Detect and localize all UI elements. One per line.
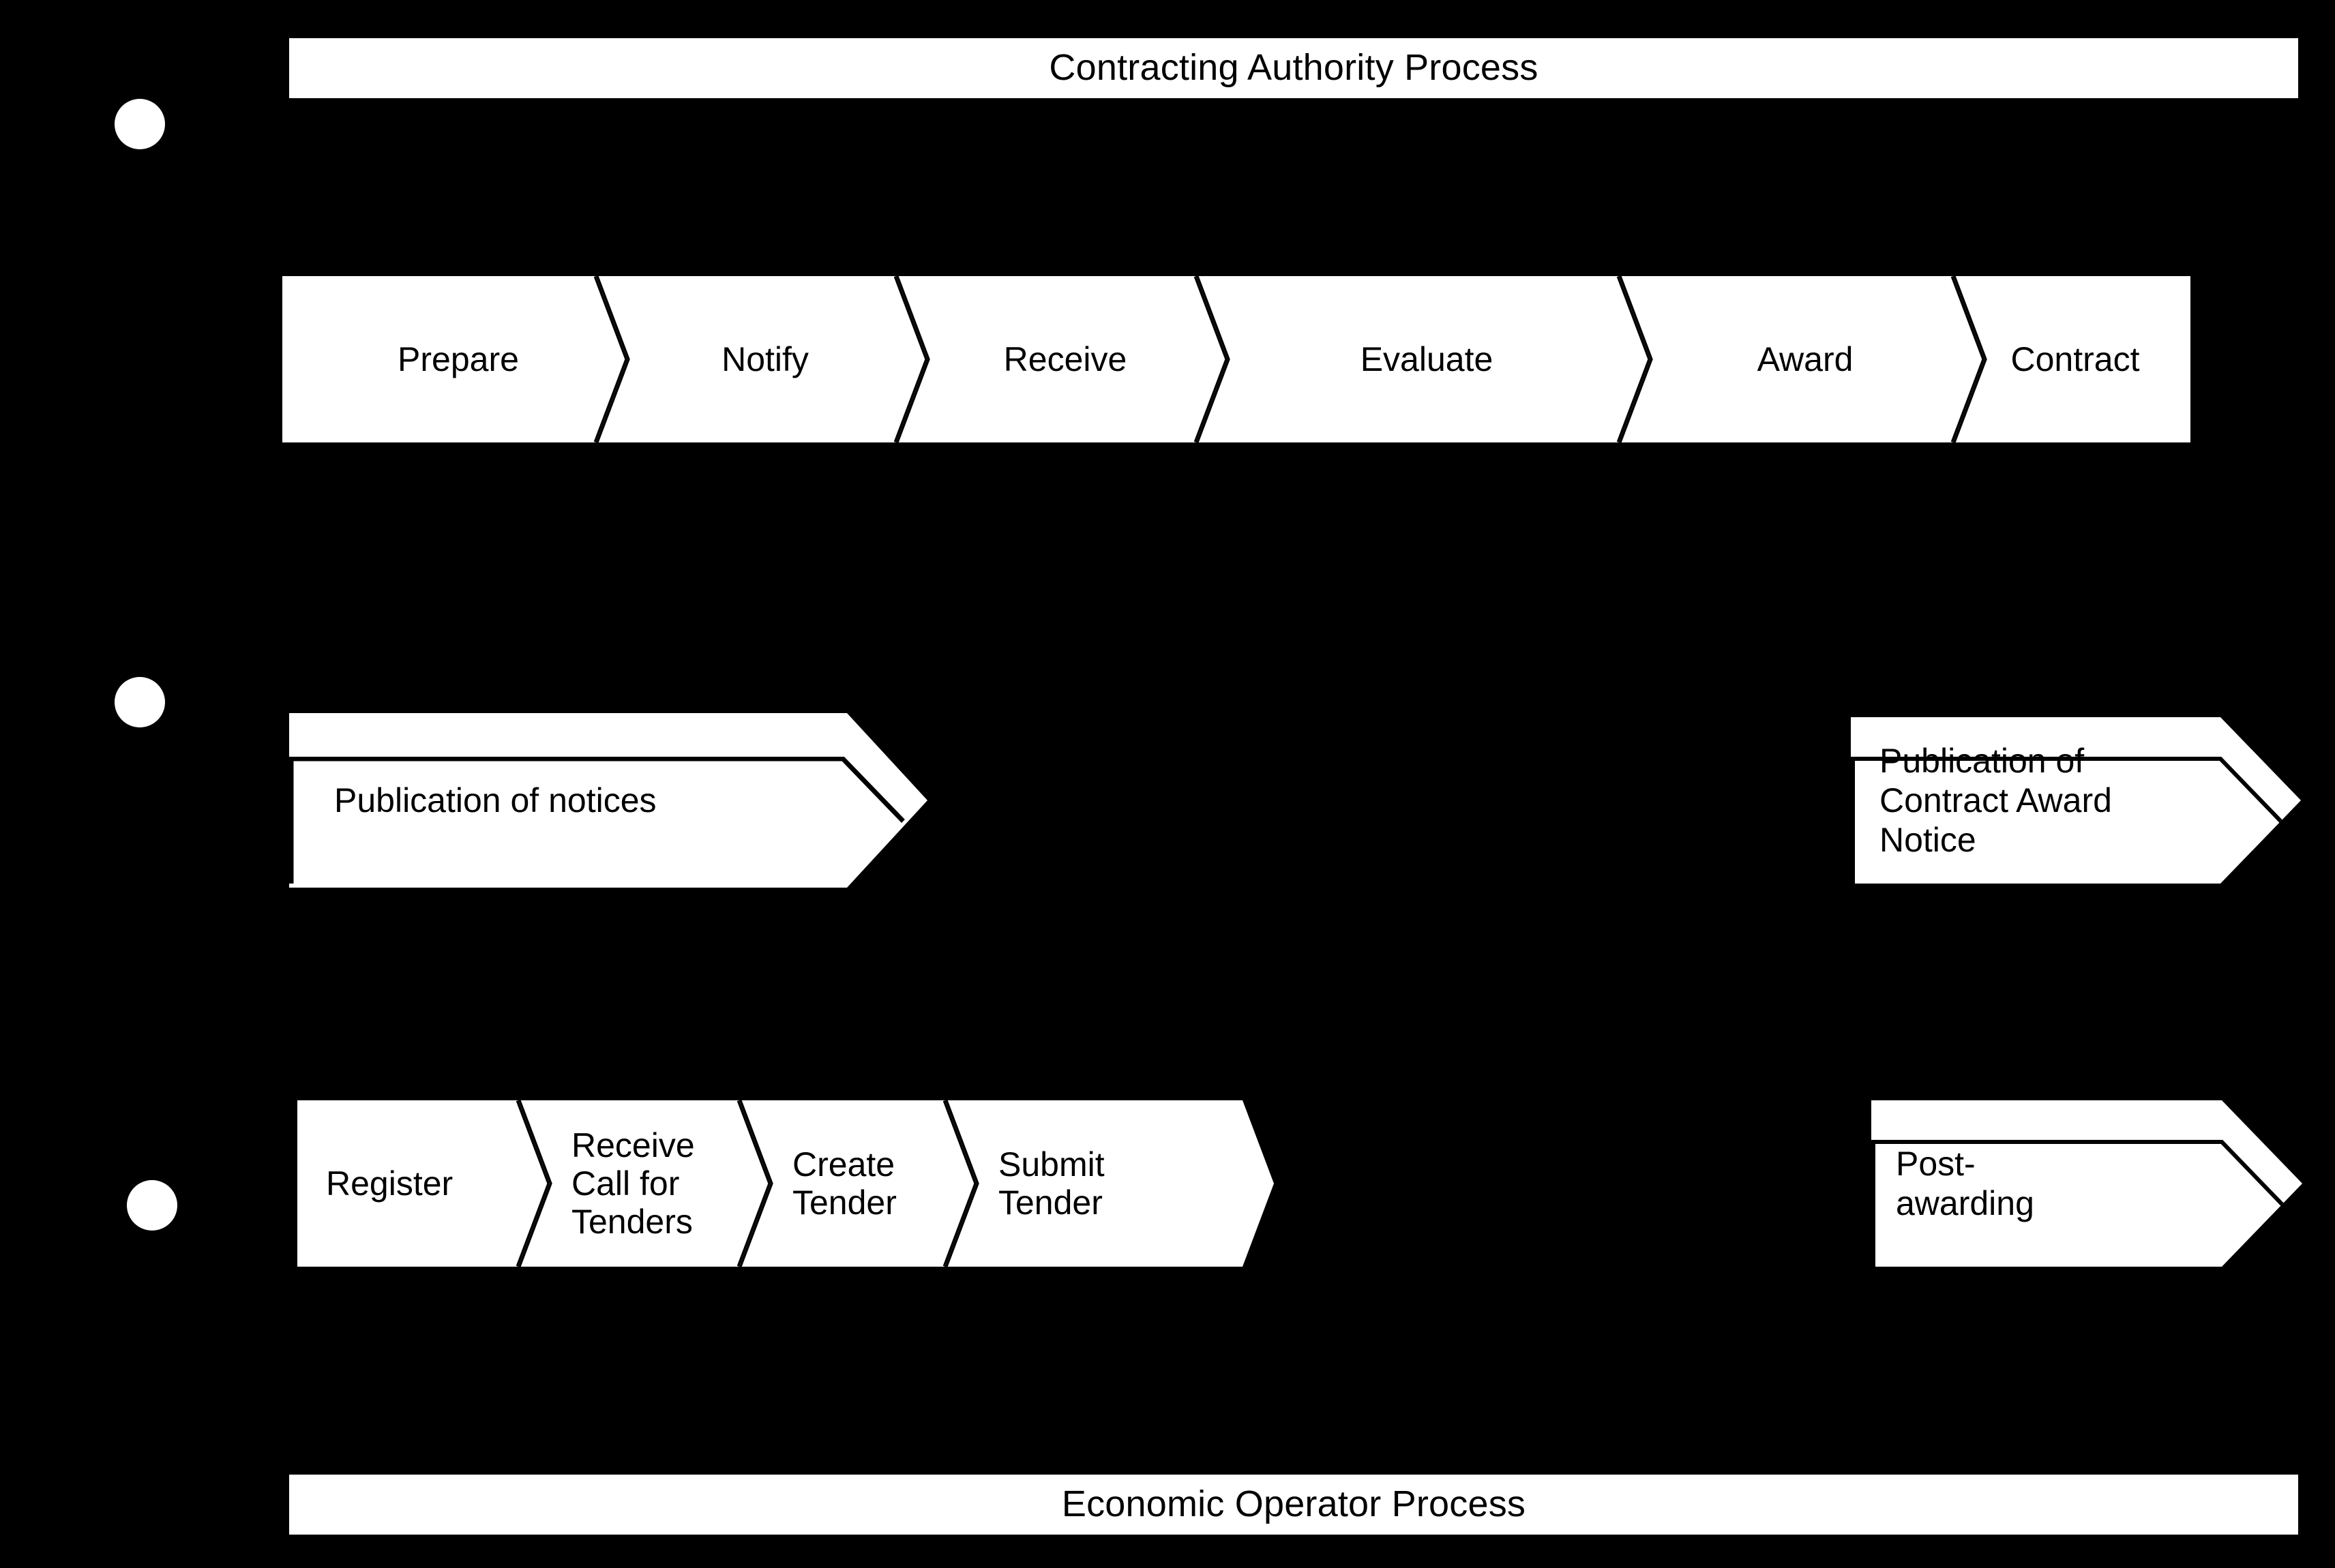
- step-notify[interactable]: Notify: [596, 276, 927, 442]
- step-notify-label: Notify: [722, 340, 809, 378]
- step-register-label: Register: [326, 1164, 453, 1203]
- step-contract-label: Contract: [2010, 340, 2140, 378]
- lane-marker-dot-contracting-authority: [115, 99, 165, 149]
- step-create-tender[interactable]: Create Tender: [739, 1100, 977, 1267]
- publication-of-notices-label: Publication of notices: [334, 781, 657, 819]
- step-submit-tender[interactable]: Submit Tender: [945, 1100, 1274, 1267]
- step-create-tender-label: Create Tender: [792, 1145, 897, 1222]
- post-awarding-label: Post- awarding: [1896, 1145, 2034, 1222]
- step-submit-tender-label: Submit Tender: [998, 1145, 1105, 1222]
- economic-operator-step-strip: Register Receive Call for Tenders: [297, 1100, 1300, 1267]
- post-awarding-arrow[interactable]: Post- awarding: [1871, 1100, 2302, 1267]
- step-receive-call-for-tenders-label: Receive Call for Tenders: [571, 1126, 695, 1241]
- step-receive-call-for-tenders[interactable]: Receive Call for Tenders: [518, 1100, 771, 1267]
- publication-of-contract-award-notice-arrow[interactable]: Publication of Contract Award Notice: [1851, 717, 2301, 884]
- step-receive[interactable]: Receive: [896, 276, 1228, 442]
- contracting-authority-step-strip: Prepare Notify: [282, 276, 2293, 442]
- step-award[interactable]: Award: [1619, 276, 1984, 442]
- banner-bottom-label: Economic Operator Process: [1061, 1483, 1526, 1525]
- lane-marker-dot-publication: [115, 677, 165, 727]
- lane-marker-dot-economic-operator: [127, 1180, 177, 1231]
- publication-of-contract-award-notice-label: Publication of Contract Award Notice: [1879, 742, 2112, 859]
- banner-top-label: Contracting Authority Process: [1049, 47, 1538, 89]
- banner-economic-operator-process: Economic Operator Process: [289, 1475, 2298, 1535]
- step-evaluate-label: Evaluate: [1360, 340, 1493, 378]
- step-evaluate[interactable]: Evaluate: [1196, 276, 1650, 442]
- step-prepare-label: Prepare: [398, 340, 519, 378]
- step-prepare[interactable]: Prepare: [282, 276, 627, 442]
- publication-of-notices-arrow[interactable]: Publication of notices: [289, 717, 923, 884]
- banner-contracting-authority-process: Contracting Authority Process: [289, 38, 2298, 98]
- step-receive-label: Receive: [1003, 340, 1127, 378]
- step-contract[interactable]: Contract: [1953, 276, 2190, 442]
- step-award-label: Award: [1757, 340, 1854, 378]
- step-register[interactable]: Register: [297, 1100, 550, 1267]
